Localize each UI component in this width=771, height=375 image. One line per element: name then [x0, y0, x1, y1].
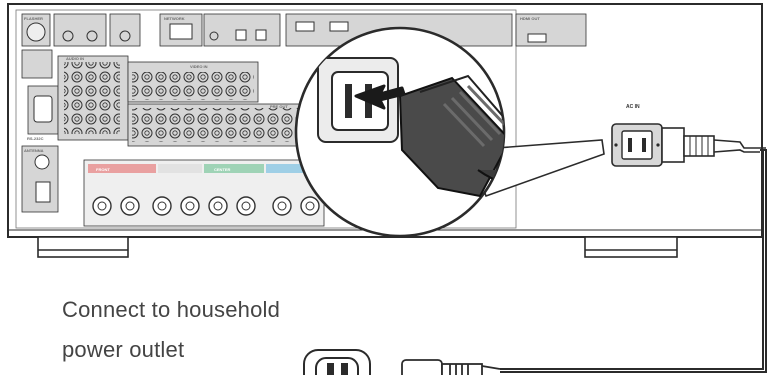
zoom-callout — [294, 26, 506, 238]
left-connector-column: RS-232C ANTENNA — [21, 49, 59, 213]
label-audio-in: AUDIO IN — [66, 56, 84, 61]
power-plug-icon — [661, 127, 766, 163]
label-rs232c: RS-232C — [27, 136, 44, 141]
insert-arrow-icon — [354, 84, 406, 110]
label-flasher: FLASHER — [24, 16, 43, 21]
receiver-feet — [37, 236, 678, 258]
power-plug-zoom-icon — [398, 74, 504, 198]
wall-outlet-icon — [303, 349, 371, 375]
caption-line-2: power outlet — [62, 337, 185, 362]
power-cord — [500, 149, 767, 373]
wall-plug-icon — [401, 359, 501, 375]
caption-line-1: Connect to household — [62, 297, 281, 322]
label-preout: PRE OUT — [270, 104, 288, 109]
ac-in-label: AC IN — [626, 104, 640, 110]
rca-jack-grid: AUDIO IN VIDEO IN PRE OUT — [57, 55, 309, 147]
label-video-in: VIDEO IN — [190, 64, 208, 69]
label-center: CENTER — [214, 167, 231, 172]
label-front: FRONT — [96, 167, 110, 172]
label-hdmi-out: HDMI OUT — [520, 16, 540, 21]
speaker-terminals: FRONT CENTER — [83, 159, 325, 227]
ac-inlet-icon: AC IN — [611, 104, 663, 167]
label-antenna: ANTENNA — [24, 148, 44, 153]
label-network: NETWORK — [164, 16, 185, 21]
